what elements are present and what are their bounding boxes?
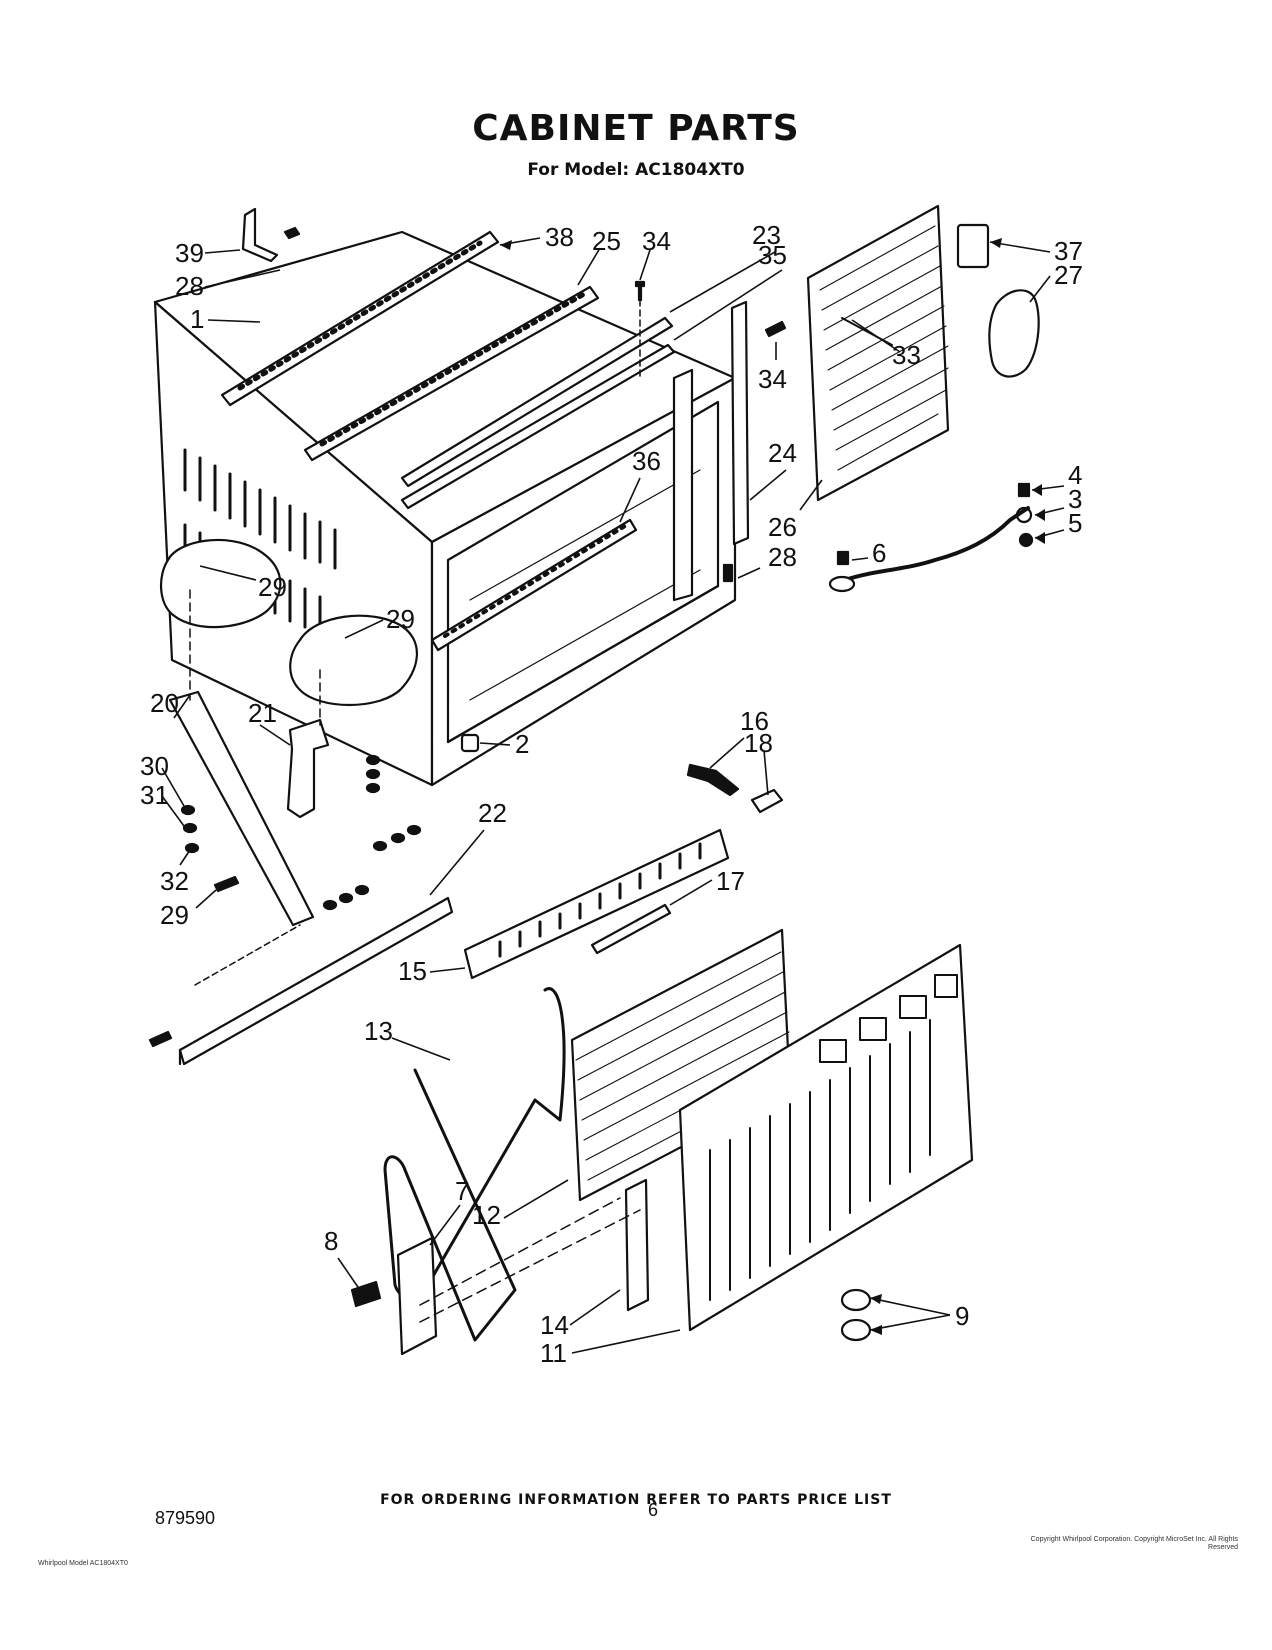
part-28-top	[283, 226, 301, 240]
callout-26: 26	[768, 512, 797, 542]
rail-36	[430, 518, 638, 652]
callout-13: 13	[364, 1016, 393, 1046]
callout-37: 37	[1054, 236, 1083, 266]
callout-8: 8	[324, 1226, 338, 1256]
fine-print-right: Copyright Whirlpool Corporation. Copyrig…	[1030, 1536, 1238, 1551]
part-11-louvers	[709, 1019, 931, 1301]
leader-arrowheads	[500, 238, 1045, 1335]
ordering-note: FOR ORDERING INFORMATION REFER TO PARTS …	[380, 1492, 892, 1508]
cabinet-shell	[153, 230, 737, 787]
part-16	[686, 763, 740, 797]
callout-29-a: 29	[258, 572, 287, 602]
callout-6: 6	[872, 538, 886, 568]
callout-12: 12	[472, 1200, 501, 1230]
rail-38	[220, 230, 500, 407]
callout-7: 7	[455, 1176, 469, 1206]
callout-9: 9	[955, 1301, 969, 1331]
part-14	[624, 1178, 650, 1312]
part-26-panel	[806, 204, 950, 502]
callout-34-right: 34	[758, 364, 787, 394]
callout-34-top: 34	[642, 226, 671, 256]
part-26-texture	[819, 225, 949, 471]
callout-14: 14	[540, 1310, 569, 1340]
callout-28-right: 28	[768, 542, 797, 572]
callout-29-c: 29	[160, 900, 189, 930]
callout-32: 32	[160, 866, 189, 896]
callout-23: 23	[752, 220, 781, 250]
nuts-30-32	[180, 804, 200, 854]
rail-35	[400, 343, 676, 510]
part-29-screw	[213, 875, 240, 893]
callout-38: 38	[545, 222, 574, 252]
callout-31: 31	[140, 780, 169, 810]
part-24	[730, 300, 750, 546]
part-37	[956, 223, 990, 269]
model-subtitle: For Model: AC1804XT0	[527, 160, 745, 180]
part-34-top	[634, 280, 646, 302]
document-number: 879590	[155, 1508, 216, 1528]
part-34-right	[764, 320, 787, 338]
callout-33: 33	[892, 340, 921, 370]
rail-23	[400, 316, 674, 488]
part-15	[463, 828, 730, 980]
callout-29-b: 29	[386, 604, 415, 634]
callout-4: 4	[1068, 460, 1082, 490]
callout-25: 25	[592, 226, 621, 256]
part-22	[178, 896, 454, 1066]
callout-35: 35	[758, 240, 787, 270]
part-20	[168, 690, 315, 927]
callout-39: 39	[175, 238, 204, 268]
part-11-top-windows	[819, 974, 958, 1063]
part-5	[1018, 532, 1034, 548]
callout-30: 30	[140, 751, 169, 781]
part-39	[241, 207, 279, 263]
fine-print-left: Whirlpool Model AC1804XT0	[38, 1560, 128, 1567]
callout-21: 21	[248, 698, 277, 728]
callout-17: 17	[716, 866, 745, 896]
page-title: CABINET PARTS	[472, 108, 800, 149]
part-18	[750, 788, 784, 814]
cutout-right	[289, 614, 418, 706]
callout-18: 18	[744, 728, 773, 758]
part-11-frame	[678, 943, 974, 1332]
part-17	[590, 903, 672, 955]
callout-22: 22	[478, 798, 507, 828]
rail-25	[303, 285, 600, 462]
callout-20: 20	[150, 688, 179, 718]
part-6	[836, 550, 850, 566]
part-12-texture	[575, 951, 792, 1181]
part-28-right	[722, 563, 734, 583]
callout-15: 15	[398, 956, 427, 986]
ground-wire	[843, 506, 1030, 582]
part-9-knobs	[840, 1288, 872, 1342]
cutout-left	[159, 538, 282, 629]
part-7	[396, 1236, 438, 1356]
callout-2: 2	[515, 729, 529, 759]
callout-28-top: 28	[175, 271, 204, 301]
callout-11: 11	[540, 1338, 567, 1368]
callout-5: 5	[1068, 508, 1082, 538]
page-number: 6	[648, 1500, 659, 1520]
part-21	[286, 718, 330, 819]
part-2	[460, 733, 480, 753]
callout-27: 27	[1054, 260, 1083, 290]
callout-3: 3	[1068, 484, 1082, 514]
nuts-21	[322, 754, 422, 911]
callout-1: 1	[190, 304, 204, 334]
callout-24: 24	[768, 438, 797, 468]
callout-16: 16	[740, 706, 769, 736]
part-27	[988, 289, 1040, 378]
part-4	[1017, 482, 1031, 498]
callout-36: 36	[632, 446, 661, 476]
